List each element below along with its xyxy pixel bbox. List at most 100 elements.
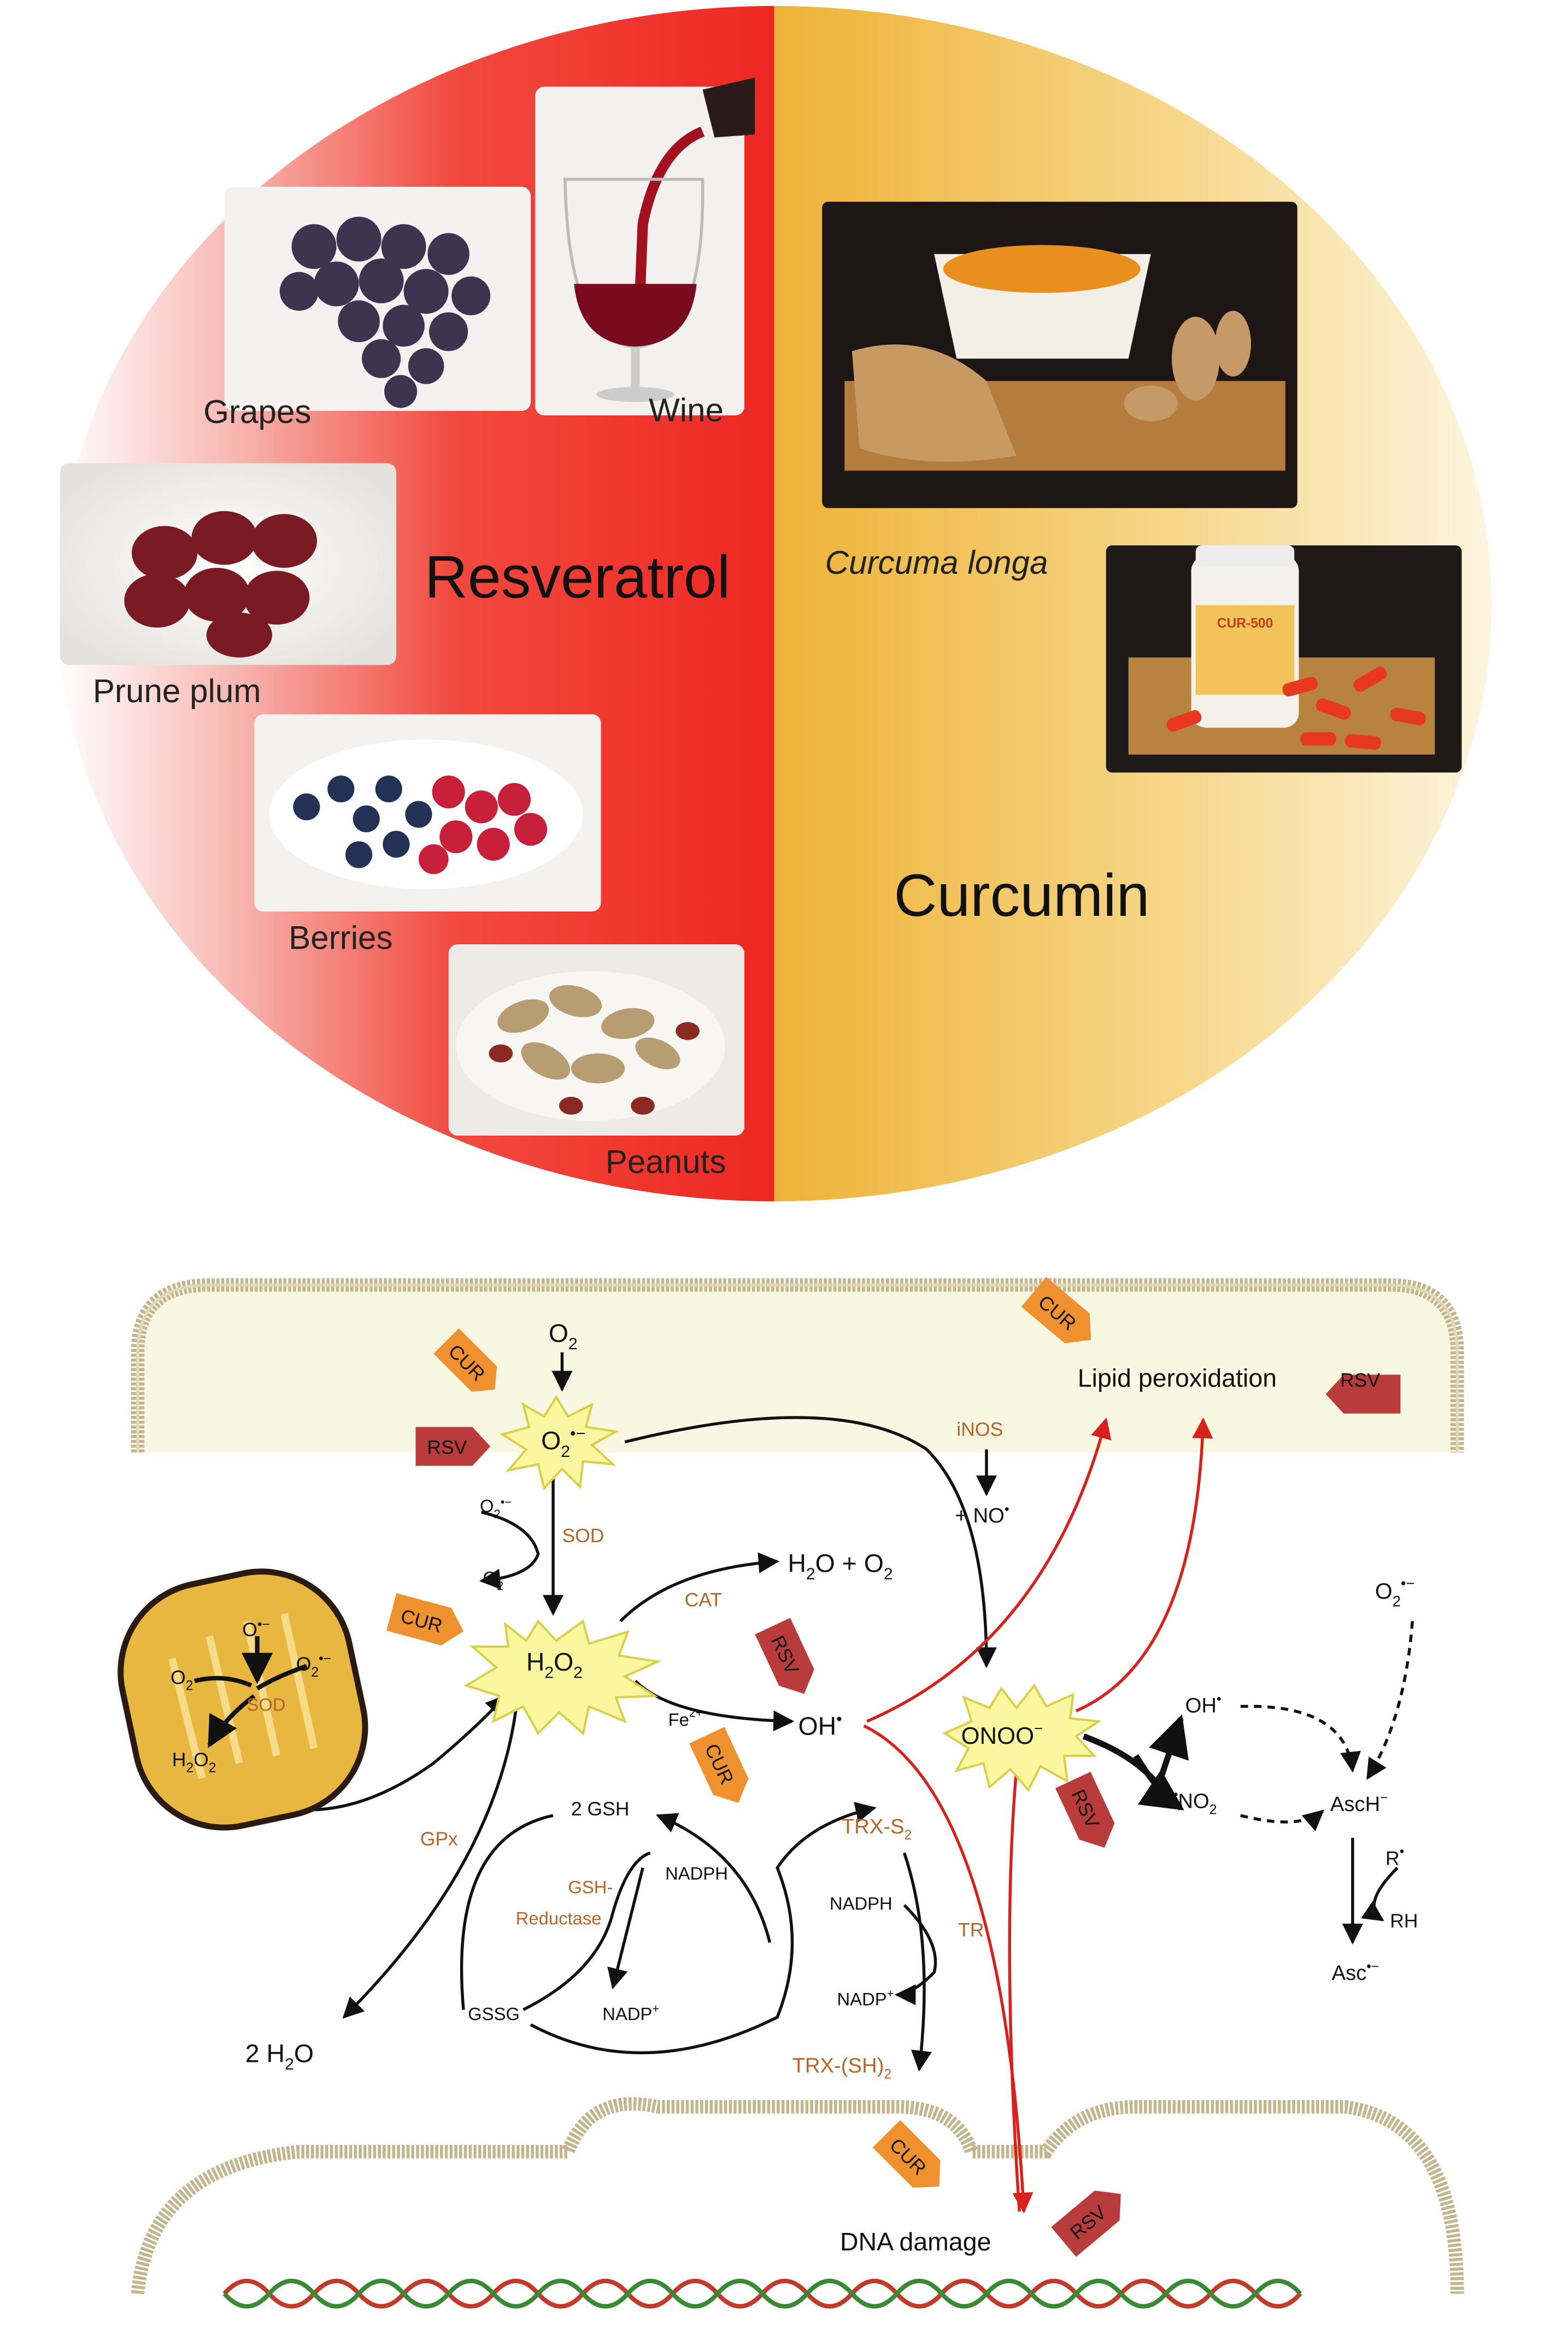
- o2-sub: 2: [568, 1335, 578, 1353]
- cur-tag-h2o2: CUR: [386, 1593, 464, 1645]
- h2o2-h: H: [526, 1648, 545, 1676]
- oh-text: OH: [798, 1712, 836, 1740]
- mito-h2o2-o: O: [193, 1749, 209, 1771]
- gsh-nadp-sup: +: [652, 2002, 659, 2015]
- bottle-label: CUR-500: [1217, 616, 1273, 631]
- water-oxygen-label: H2O + O2: [788, 1549, 892, 1583]
- h2o2-label: H2O2: [526, 1648, 583, 1682]
- wine-label: Wine: [649, 392, 724, 428]
- sod-o2-out: O2: [483, 1567, 504, 1592]
- svg-text:O•−: O•−: [242, 1617, 270, 1641]
- rsv-tag-onoo: RSV: [1055, 1772, 1115, 1848]
- trx-s2-sub: 2: [905, 1828, 912, 1843]
- prune-plum-label: Prune plum: [93, 673, 261, 709]
- asc-text: Asc: [1332, 1961, 1367, 1985]
- asc-sup: •−: [1366, 1960, 1379, 1974]
- water-sub: 2: [806, 1565, 815, 1583]
- o2-ext-sup: •−: [1401, 1575, 1415, 1592]
- no2-sub: 2: [1209, 1802, 1217, 1817]
- gsh-label: 2 GSH: [571, 1798, 630, 1820]
- no2-pre: •: [1173, 1788, 1178, 1802]
- asch-text: AscH: [1330, 1792, 1380, 1816]
- trx-s2-text: TRX-S: [842, 1815, 905, 1838]
- oh-sup: •: [836, 1710, 842, 1728]
- oh-radical-label: OH•: [798, 1710, 842, 1740]
- o2-label: O2: [549, 1319, 578, 1353]
- h2o2-o: O: [554, 1648, 573, 1676]
- cur-tag-dna: CUR: [872, 2120, 941, 2188]
- fe-label: Fe2+: [668, 1706, 703, 1730]
- resveratrol-title: Resveratrol: [425, 544, 730, 611]
- trx-nadph-label: NADPH: [830, 1893, 892, 1913]
- cat-enzyme: CAT: [685, 1589, 722, 1610]
- sod-o2-in-sub: 2: [494, 1507, 501, 1521]
- two-water-label: 2 H2O: [245, 2039, 314, 2073]
- mito-o2-right: O: [296, 1653, 312, 1675]
- no2-text: NO: [1178, 1789, 1209, 1813]
- gsh-reductase-line1: GSH-: [568, 1877, 613, 1897]
- no-radical-label: + NO•: [955, 1502, 1009, 1527]
- sod-o2-in: O2•−: [480, 1495, 512, 1521]
- inos-enzyme: iNOS: [956, 1419, 1003, 1441]
- svg-text:H2O2: H2O2: [172, 1749, 216, 1776]
- gssg-label: GSSG: [468, 2004, 520, 2024]
- h2o2-burst: [463, 1619, 662, 1736]
- mito-sod: SOD: [247, 1695, 286, 1715]
- onoo-text: ONOO: [961, 1723, 1035, 1749]
- curcumin-title: Curcumin: [894, 862, 1149, 929]
- sod-o2-out-text: O: [483, 1567, 497, 1588]
- gsh-nadp-text: NADP: [602, 2004, 652, 2024]
- h2o2-sub1: 2: [544, 1664, 554, 1682]
- asch-label: AscH−: [1330, 1791, 1388, 1816]
- svg-text:RSV: RSV: [1340, 1369, 1380, 1391]
- onoo-sup: −: [1034, 1720, 1043, 1737]
- gsh-reductase-line2: Reductase: [516, 1908, 602, 1929]
- tr-enzyme: TR: [958, 1919, 984, 1941]
- h2o2-sub2: 2: [573, 1664, 583, 1682]
- trx-nadp-text: NADP: [837, 1989, 887, 2009]
- black-arrows: [238, 1352, 1399, 2072]
- trx-s2-label: TRX-S2: [842, 1815, 912, 1843]
- dna-helix: [222, 2278, 1302, 2309]
- mito-h2o2-h: H: [172, 1749, 186, 1771]
- peroxynitrite-burst: [942, 1683, 1102, 1792]
- two-water-sub: 2: [285, 2055, 294, 2073]
- red-arrows: [863, 1417, 1213, 2214]
- mito-o2-right-sup: •−: [319, 1651, 331, 1666]
- mito-o2-left: O: [171, 1667, 186, 1689]
- mitochondrion: O•− O2 O2•− SOD H2O2: [118, 1568, 368, 1831]
- sod-o2-in-sup: •−: [501, 1495, 512, 1509]
- lipid-peroxidation-label: Lipid peroxidation: [1078, 1363, 1277, 1392]
- curcuma-longa-label: Curcuma longa: [825, 544, 1048, 581]
- asc-radical-label: Asc•−: [1332, 1960, 1379, 1985]
- wine-photo: Wine: [535, 78, 755, 428]
- mito-o2-top-sup: •−: [257, 1617, 270, 1632]
- fe-sup: 2+: [689, 1706, 703, 1720]
- curcumin-capsules-photo: CUR-500: [1106, 545, 1462, 773]
- o2-ext-sub: 2: [1393, 1592, 1401, 1609]
- no2-label: •NO2: [1173, 1788, 1217, 1817]
- gsh-nadph-label: NADPH: [665, 1863, 728, 1884]
- two-water-tail: O: [294, 2039, 314, 2067]
- superoxide-sub: 2: [561, 1443, 570, 1461]
- oh-product-sup: •: [1217, 1692, 1221, 1707]
- oh-product-label: OH•: [1185, 1692, 1221, 1717]
- trx-sh2-sub: 2: [884, 2067, 891, 2082]
- fe-text: Fe: [668, 1709, 689, 1730]
- svg-text:RSV: RSV: [427, 1436, 467, 1458]
- no-text: + NO: [955, 1504, 1005, 1527]
- mito-o2-left-sub: 2: [186, 1678, 193, 1693]
- rh-label: RH: [1390, 1910, 1418, 1932]
- superoxide-text: O: [541, 1426, 561, 1455]
- dashed-arrows: [1240, 1621, 1414, 1831]
- rsv-tag-lipid: RSV: [1325, 1369, 1401, 1414]
- mito-o2-top: O: [242, 1619, 257, 1641]
- mito-h2o2-sub2: 2: [209, 1761, 216, 1776]
- water-mid: O + O: [815, 1549, 884, 1577]
- grapes-photo: Grapes: [203, 186, 531, 430]
- asch-sup: −: [1380, 1791, 1388, 1806]
- peanuts-label: Peanuts: [606, 1143, 726, 1180]
- top-panel: Grapes Wine Prune plum: [57, 5, 1492, 1202]
- water-h: H: [788, 1549, 806, 1577]
- mito-h2o2-sub1: 2: [186, 1761, 193, 1776]
